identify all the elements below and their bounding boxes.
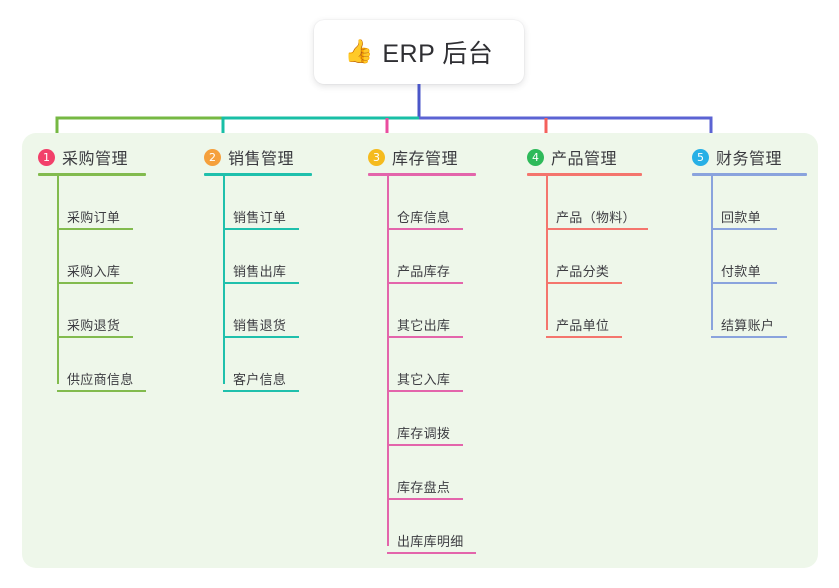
menu-item-underline [387, 336, 463, 338]
menu-item-label: 其它入库 [397, 372, 451, 387]
column-title-2: 销售管理 [228, 151, 295, 168]
menu-item-underline [387, 444, 463, 446]
menu-item[interactable]: 库存盘点 [387, 470, 473, 500]
menu-item-label: 产品单位 [556, 318, 610, 333]
column-title-1: 采购管理 [62, 151, 129, 168]
menu-item-underline [223, 282, 299, 284]
column-rail-3 [387, 176, 389, 546]
menu-item-label: 供应商信息 [67, 372, 134, 387]
menu-item-label: 客户信息 [233, 372, 287, 387]
menu-item[interactable]: 其它出库 [387, 308, 473, 338]
column-title-3: 库存管理 [392, 151, 459, 168]
menu-item-underline [223, 336, 299, 338]
menu-item-underline [57, 336, 133, 338]
root-node-erp-backend[interactable]: 👍 ERP 后台 [314, 20, 524, 84]
menu-item[interactable]: 销售退货 [223, 308, 309, 338]
menu-item[interactable]: 销售订单 [223, 200, 309, 230]
menu-item-underline [711, 336, 787, 338]
menu-item-underline [387, 552, 476, 554]
menu-item-label: 结算账户 [721, 318, 775, 333]
menu-item-label: 销售订单 [233, 210, 287, 225]
menu-item[interactable]: 仓库信息 [387, 200, 473, 230]
menu-item-underline [387, 228, 463, 230]
menu-item-underline [387, 282, 463, 284]
column-underline-5 [692, 173, 807, 176]
menu-item[interactable]: 出库库明细 [387, 524, 486, 554]
menu-item[interactable]: 结算账户 [711, 308, 797, 338]
column-header-1[interactable]: 1 采购管理 [38, 145, 128, 169]
menu-item-label: 出库库明细 [397, 534, 464, 549]
menu-item-label: 采购退货 [67, 318, 121, 333]
column-underline-1 [38, 173, 146, 176]
menu-item-label: 其它出库 [397, 318, 451, 333]
menu-item-label: 产品（物料） [556, 210, 636, 225]
column-header-4[interactable]: 4 产品管理 [527, 145, 617, 169]
column-badge-2: 2 [204, 148, 221, 166]
column-underline-3 [368, 173, 476, 176]
menu-item[interactable]: 客户信息 [223, 362, 309, 392]
root-node-title: ERP 后台 [382, 40, 494, 68]
column-underline-4 [527, 173, 642, 176]
column-header-3[interactable]: 3 库存管理 [368, 145, 458, 169]
menu-item[interactable]: 产品（物料） [546, 200, 658, 230]
menu-item-underline [57, 228, 133, 230]
menu-item-label: 产品分类 [556, 264, 610, 279]
menu-item[interactable]: 采购订单 [57, 200, 143, 230]
menu-item[interactable]: 采购入库 [57, 254, 143, 284]
menu-item-label: 产品库存 [397, 264, 451, 279]
categories-panel: 1 采购管理采购订单采购入库采购退货供应商信息 2 销售管理销售订单销售出库销售退货客… [22, 133, 818, 568]
menu-item[interactable]: 库存调拨 [387, 416, 473, 446]
menu-item[interactable]: 销售出库 [223, 254, 309, 284]
menu-item-underline [546, 282, 622, 284]
menu-item-underline [546, 336, 622, 338]
column-title-5: 财务管理 [716, 151, 783, 168]
menu-item-underline [57, 390, 146, 392]
menu-item[interactable]: 产品库存 [387, 254, 473, 284]
menu-item-underline [711, 228, 777, 230]
menu-item-label: 库存调拨 [397, 426, 451, 441]
menu-item-label: 仓库信息 [397, 210, 451, 225]
menu-item-label: 付款单 [721, 264, 761, 279]
menu-item-underline [387, 498, 463, 500]
column-rail-5 [711, 176, 713, 330]
menu-item-label: 库存盘点 [397, 480, 451, 495]
menu-item[interactable]: 其它入库 [387, 362, 473, 392]
column-rail-2 [223, 176, 225, 384]
menu-item-underline [387, 390, 463, 392]
column-badge-4: 4 [527, 148, 544, 166]
column-title-4: 产品管理 [551, 151, 618, 168]
column-badge-3: 3 [368, 148, 385, 166]
menu-item-label: 销售出库 [233, 264, 287, 279]
menu-item[interactable]: 产品分类 [546, 254, 632, 284]
column-underline-2 [204, 173, 312, 176]
column-badge-5: 5 [692, 148, 709, 166]
menu-item-underline [711, 282, 777, 284]
menu-item-underline [223, 228, 299, 230]
menu-item-label: 销售退货 [233, 318, 287, 333]
menu-item-underline [223, 390, 299, 392]
column-rail-1 [57, 176, 59, 384]
menu-item-label: 回款单 [721, 210, 761, 225]
menu-item[interactable]: 采购退货 [57, 308, 143, 338]
menu-item[interactable]: 供应商信息 [57, 362, 156, 392]
thumbs-up-icon: 👍 [344, 38, 374, 65]
menu-item-label: 采购订单 [67, 210, 121, 225]
menu-item-underline [57, 282, 133, 284]
menu-item-label: 采购入库 [67, 264, 121, 279]
menu-item[interactable]: 付款单 [711, 254, 787, 284]
column-header-2[interactable]: 2 销售管理 [204, 145, 294, 169]
menu-item-underline [546, 228, 648, 230]
column-header-5[interactable]: 5 财务管理 [692, 145, 782, 169]
menu-item[interactable]: 产品单位 [546, 308, 632, 338]
column-badge-1: 1 [38, 148, 55, 166]
menu-item[interactable]: 回款单 [711, 200, 787, 230]
column-rail-4 [546, 176, 548, 330]
